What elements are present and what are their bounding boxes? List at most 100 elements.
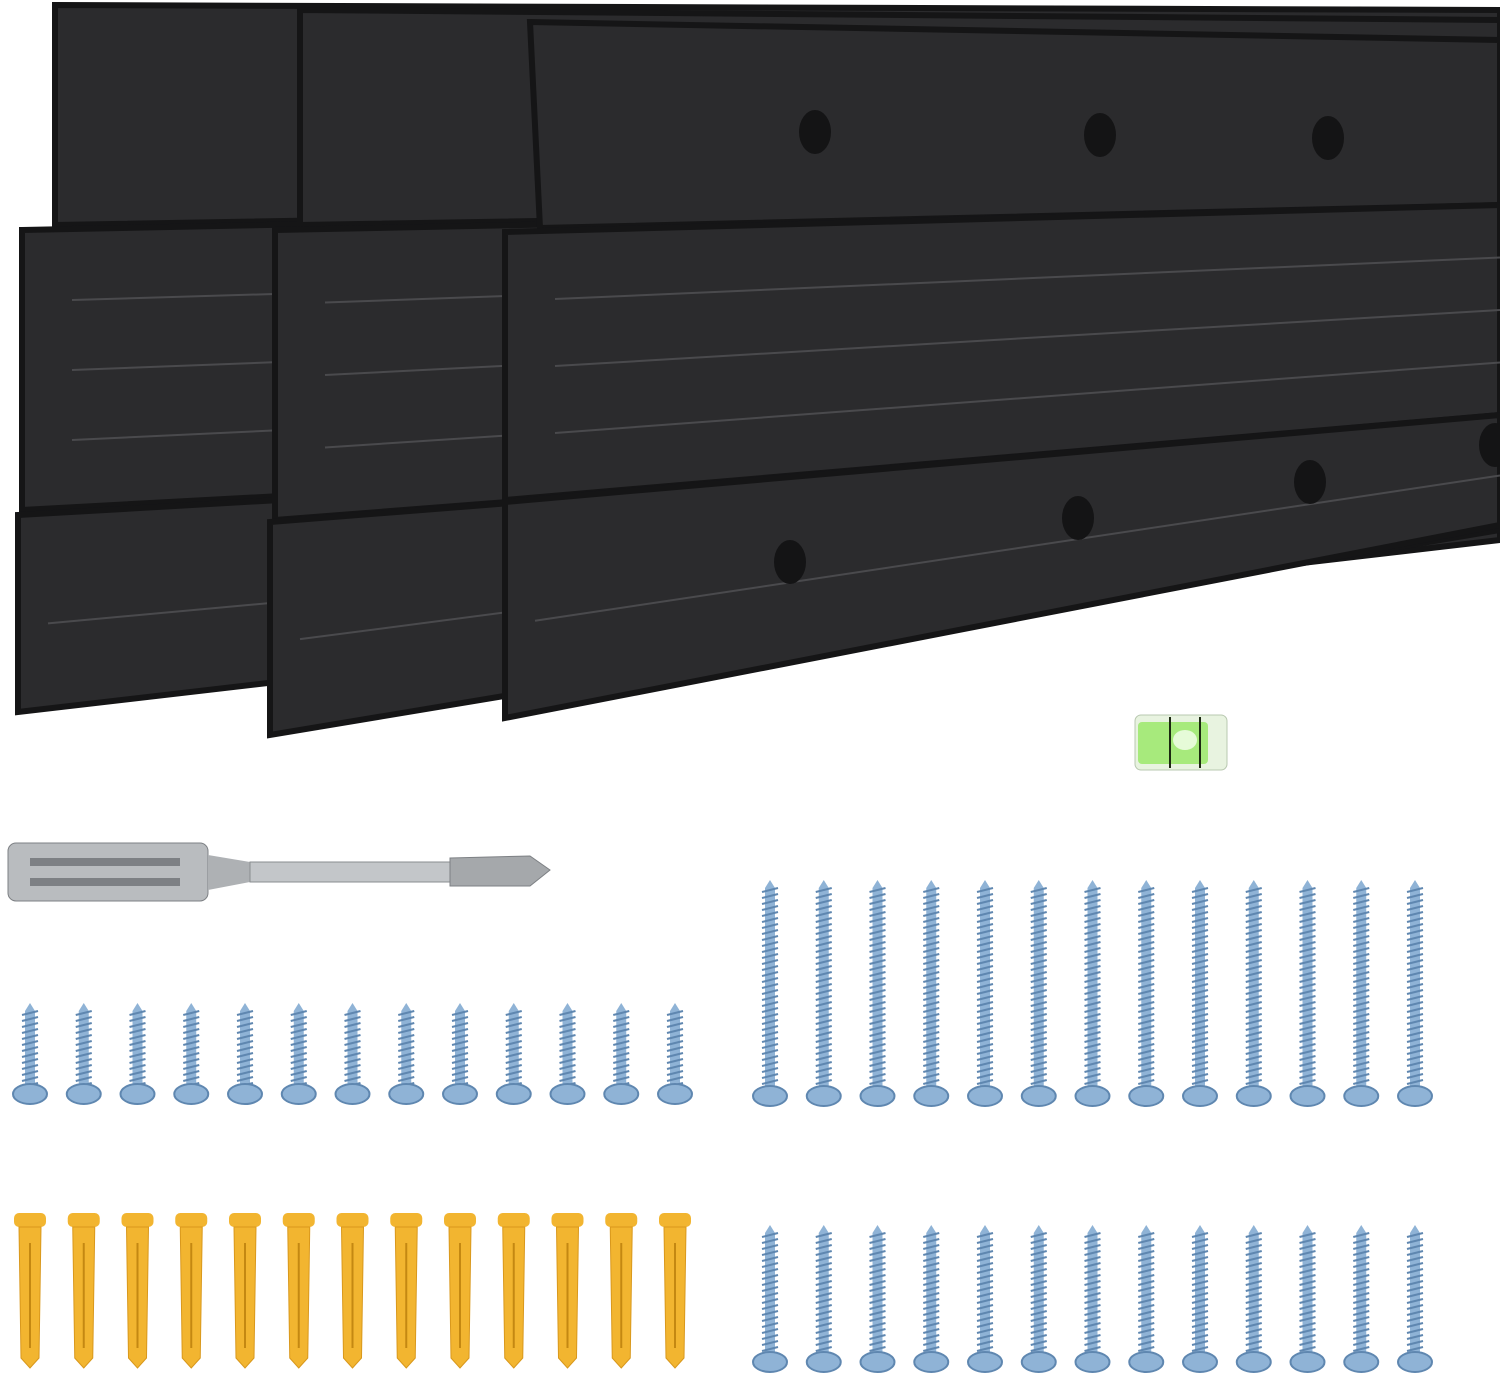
screw-thread: [1299, 923, 1316, 929]
screw-thread: [923, 1298, 940, 1304]
wall-anchor: [282, 1213, 315, 1369]
screw-thread: [1191, 1292, 1209, 1298]
screw-thread: [1353, 1055, 1370, 1061]
screw-head: [334, 1083, 371, 1105]
screw-thread: [21, 1010, 39, 1016]
screw-thread: [976, 923, 994, 929]
screw-thread: [236, 1046, 254, 1052]
screw-thread: [976, 1280, 994, 1286]
screw-thread: [815, 995, 832, 1001]
long-screw: [1182, 880, 1218, 1107]
screw-thread: [1353, 1256, 1370, 1262]
screw-thread: [1084, 995, 1101, 1001]
screw-thread: [1299, 1322, 1316, 1328]
screw-thread: [666, 1040, 684, 1046]
screw-thread: [815, 905, 832, 911]
screw-thread: [923, 1274, 940, 1280]
screw-thread: [1191, 917, 1209, 923]
screw-thread: [923, 1031, 940, 1037]
screw-thread: [1353, 893, 1370, 899]
screw-head: [1128, 1351, 1165, 1373]
screw-head: [859, 1351, 896, 1373]
screw-thread: [923, 1286, 940, 1292]
screw-thread: [923, 923, 940, 929]
screw-thread: [183, 1034, 200, 1040]
screw-thread: [923, 899, 940, 905]
screw-thread: [1084, 1262, 1101, 1268]
screw-thread: [1191, 1244, 1209, 1250]
screw-thread: [1138, 959, 1155, 965]
screw-thread: [1084, 977, 1101, 983]
screw-thread: [1138, 911, 1155, 917]
screw-thread: [923, 1037, 940, 1043]
screw-thread: [923, 983, 940, 989]
screw-thread: [869, 1304, 886, 1310]
rail-groove: [534, 474, 1500, 622]
screw-thread: [1138, 953, 1155, 959]
screw-thread: [183, 1028, 200, 1034]
wall-anchor: [659, 1213, 691, 1369]
screw-thread: [1030, 983, 1047, 989]
screw-thread: [1406, 977, 1424, 983]
screw-thread: [815, 1007, 832, 1013]
screw-thread: [559, 1040, 576, 1046]
screw-head: [1343, 1085, 1380, 1107]
screw-thread: [815, 923, 832, 929]
screw-shaft: [455, 1003, 465, 1088]
screw-thread: [1084, 1013, 1101, 1019]
screw-thread: [1138, 1334, 1155, 1340]
screw-thread: [923, 971, 940, 977]
screw-thread: [869, 1037, 886, 1043]
screw-thread: [1191, 1268, 1209, 1274]
screw-thread: [1353, 941, 1370, 947]
screw-thread: [1030, 899, 1047, 905]
screw-thread: [1299, 893, 1316, 899]
screw-head: [388, 1083, 425, 1105]
screw-thread: [1084, 1304, 1101, 1310]
screw-thread: [761, 1304, 779, 1310]
screw-thread: [1406, 1238, 1424, 1244]
screw-thread: [1030, 1031, 1047, 1037]
wall-anchor: [551, 1213, 584, 1369]
screw-thread: [976, 1232, 994, 1238]
screw-thread: [815, 941, 832, 947]
screw-thread: [1353, 1244, 1370, 1250]
screw-thread: [559, 1028, 576, 1034]
screw-thread: [1406, 1049, 1424, 1055]
screw-thread: [1138, 1025, 1155, 1031]
screw-thread: [1191, 971, 1209, 977]
screw-thread: [815, 1310, 832, 1316]
screw-thread: [1030, 1043, 1047, 1049]
screw-thread: [183, 1022, 200, 1028]
screw-thread: [1406, 917, 1424, 923]
screw-thread: [1191, 1019, 1209, 1025]
screw-thread: [451, 1046, 469, 1052]
screw-thread: [815, 1019, 832, 1025]
screw-thread: [666, 1010, 684, 1016]
mounting-hole: [1312, 116, 1344, 160]
screw-thread: [129, 1052, 146, 1058]
screw-thread: [1030, 947, 1047, 953]
screw-thread: [869, 1274, 886, 1280]
screw-thread: [398, 1034, 415, 1040]
screw-thread: [1406, 1274, 1424, 1280]
screw-thread: [1406, 905, 1424, 911]
screw-thread: [183, 1058, 200, 1064]
screw-thread: [815, 1286, 832, 1292]
screw-thread: [1138, 1250, 1155, 1256]
screw-thread: [761, 1322, 779, 1328]
screw-thread: [923, 1262, 940, 1268]
screw-thread: [1084, 1079, 1101, 1085]
french-cleat-rails: [15, 1, 1500, 739]
screw-thread: [1084, 1334, 1101, 1340]
mounting-hole: [1479, 423, 1500, 467]
anchor-collar: [551, 1213, 584, 1227]
screw-thread: [666, 1058, 684, 1064]
screw-thread: [976, 1073, 994, 1079]
screw-thread: [1353, 935, 1370, 941]
long-screw: [1128, 880, 1165, 1107]
screw-thread: [1084, 959, 1101, 965]
screw-thread: [1191, 1328, 1209, 1334]
screw-thread: [1245, 923, 1262, 929]
screw-thread: [815, 947, 832, 953]
